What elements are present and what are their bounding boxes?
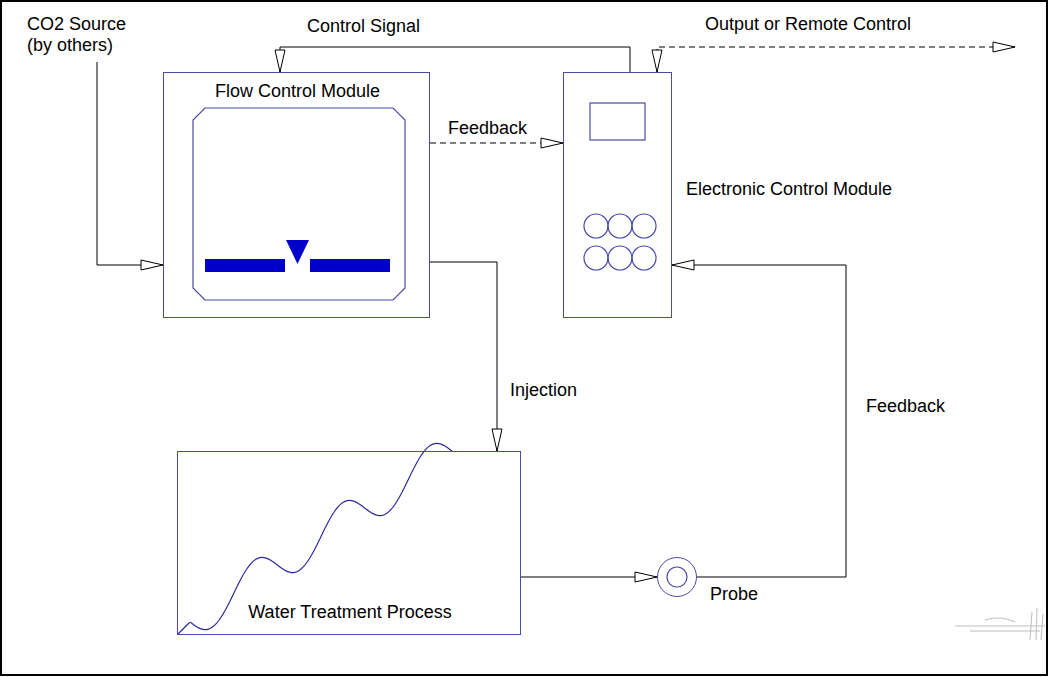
probe-circle: Probe — [657, 557, 697, 597]
supply-line — [97, 62, 163, 265]
connector — [672, 265, 846, 577]
process-box: Water Treatment Process — [177, 451, 521, 635]
connector — [521, 577, 657, 578]
source-label: CO2 Source (by others) — [25, 14, 141, 56]
valve-housing — [193, 108, 405, 300]
node-label: Electronic Control Module — [686, 179, 892, 200]
controller-box: Electronic Control Module — [563, 72, 672, 318]
output-line — [657, 47, 1015, 72]
probe-ring — [667, 567, 687, 587]
display-screen — [590, 103, 645, 140]
node-label: Water Treatment Process — [246, 602, 453, 623]
connector — [280, 47, 630, 72]
node-label: Probe — [710, 584, 758, 605]
connector-label: Control Signal — [305, 16, 422, 37]
valve-bar — [205, 259, 285, 272]
valve-symbol — [286, 240, 309, 264]
connector-label: Feedback — [446, 118, 529, 139]
valve-bar — [310, 259, 390, 272]
node-label: Flow Control Module — [215, 81, 380, 102]
connector — [430, 262, 497, 451]
connector-label: Injection — [508, 380, 579, 401]
connector — [430, 143, 563, 144]
keypad — [584, 214, 656, 270]
connector-label: Feedback — [864, 396, 947, 417]
process-box: Flow Control Module — [163, 72, 430, 318]
output-label: Output or Remote Control — [703, 14, 913, 35]
watermark — [955, 608, 1045, 640]
